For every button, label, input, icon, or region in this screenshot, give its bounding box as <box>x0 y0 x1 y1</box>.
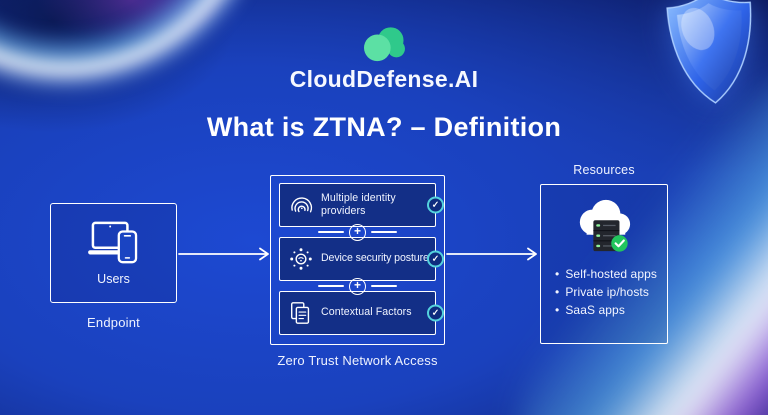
shield-icon <box>666 0 752 104</box>
check-circle-icon: ✓ <box>427 196 444 214</box>
endpoint-caption: Endpoint <box>87 315 140 330</box>
clouddefense-logo-icon <box>364 27 405 62</box>
check-circle-icon: ✓ <box>427 250 444 268</box>
device-network-icon <box>290 248 312 270</box>
resources-caption: Resources <box>573 163 635 177</box>
connector-line <box>318 285 344 287</box>
factor-contextual: Contextual Factors ✓ <box>279 291 444 335</box>
factor-device-posture: Device security posture ✓ <box>279 237 444 281</box>
plus-connector: + <box>279 223 436 241</box>
ztna-box: Multiple identity providers ✓ + <box>270 175 445 345</box>
resources-group: Resources <box>540 163 668 344</box>
resource-item: Private ip/hosts <box>555 285 657 299</box>
arrow-ztna-to-resources <box>446 247 537 261</box>
laptop-phone-icon <box>87 221 137 264</box>
ztna-group: Multiple identity providers ✓ + <box>270 175 445 368</box>
check-circle-icon: ✓ <box>427 304 444 322</box>
factor-identity-providers: Multiple identity providers ✓ <box>279 183 444 227</box>
endpoint-box: Users <box>50 203 177 303</box>
connector-line <box>371 285 397 287</box>
plus-connector: + <box>279 277 436 295</box>
ztna-caption: Zero Trust Network Access <box>277 353 438 368</box>
connector-line <box>318 231 344 233</box>
connector-line <box>371 231 397 233</box>
resources-list: Self-hosted apps Private ip/hosts SaaS a… <box>551 267 657 317</box>
resources-box: Self-hosted apps Private ip/hosts SaaS a… <box>540 184 668 344</box>
resource-item: SaaS apps <box>555 303 657 317</box>
plus-circle-icon: + <box>349 277 366 295</box>
endpoint-group: Users Endpoint <box>50 203 177 330</box>
endpoint-users-label: Users <box>97 272 130 286</box>
page-title: What is ZTNA? – Definition <box>206 112 562 142</box>
factor-label: Device security posture <box>321 252 429 265</box>
cloud-server-icon <box>579 199 631 252</box>
brand-name: CloudDefense.AI <box>289 66 479 92</box>
brand-header: CloudDefense.AI <box>0 24 768 93</box>
factor-label: Multiple identity providers <box>321 191 396 217</box>
arrow-endpoint-to-ztna <box>178 247 269 261</box>
fingerprint-icon <box>291 197 313 213</box>
resource-item: Self-hosted apps <box>555 267 657 281</box>
factor-label: Contextual Factors <box>321 306 412 319</box>
documents-icon <box>291 302 310 324</box>
plus-circle-icon: + <box>349 223 366 241</box>
